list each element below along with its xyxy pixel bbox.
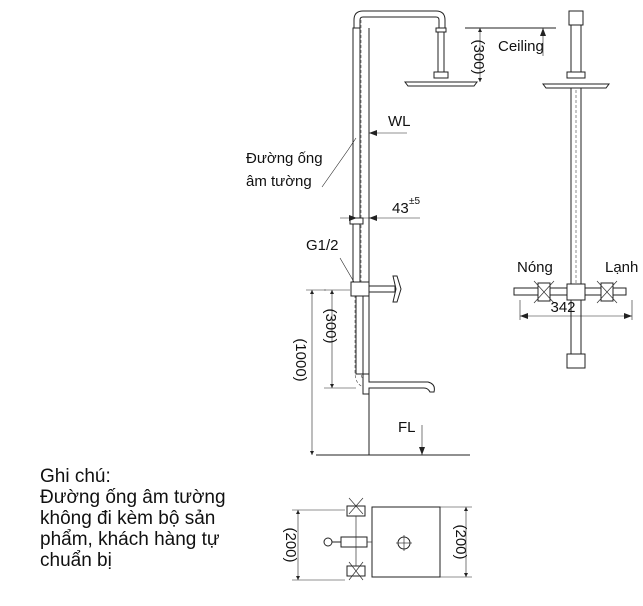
front-mixer-center — [566, 283, 586, 301]
head-arm — [437, 31, 445, 75]
head-nut — [435, 27, 447, 33]
dim-300-mid: (300) — [322, 308, 339, 343]
hot-label: Nóng — [517, 259, 553, 276]
shower-head-side — [404, 81, 478, 87]
mixer-handle-side — [392, 275, 402, 303]
hot-handle — [533, 280, 555, 304]
offset-43-label: 43 — [392, 200, 409, 217]
ceiling-label: Ceiling — [498, 38, 544, 55]
dim-200-right: (200) — [452, 524, 469, 559]
front-shower-head — [542, 83, 610, 89]
front-top-fitting — [568, 10, 584, 26]
dim-1000: (1000) — [292, 338, 309, 381]
plan-view — [292, 497, 472, 581]
dim-200-left: (200) — [282, 527, 299, 562]
side-view — [316, 10, 478, 456]
installation-note: Ghi chú: Đường ống âm tường không đi kèm… — [40, 466, 236, 571]
tub-spout-side — [362, 373, 435, 395]
offset-tolerance: ±5 — [409, 196, 420, 207]
front-view — [513, 10, 633, 369]
side-dimensions — [306, 27, 556, 455]
cold-label: Lạnh — [605, 259, 638, 276]
mixer-body-side — [350, 281, 370, 297]
cold-handle — [596, 280, 618, 304]
thread-size-label: G1/2 — [306, 237, 339, 254]
front-head-arm — [570, 24, 582, 74]
concealed-pipe-label-2: âm tường — [246, 173, 312, 190]
floor-level-label: FL — [398, 419, 416, 436]
mixer-stem — [368, 285, 396, 293]
note-line-1: Đường ống âm tường — [40, 487, 226, 508]
note-line-2: không đi kèm bộ sản — [40, 508, 216, 529]
plan-top-valve — [346, 505, 366, 517]
front-head-connector — [566, 71, 586, 79]
dim-300-top: (300) — [470, 39, 487, 74]
note-title: Ghi chú: — [40, 466, 111, 487]
plan-mid-valve — [340, 536, 368, 548]
upper-pipe-elbow — [353, 10, 446, 29]
note-line-3: phẩm, khách hàng tự — [40, 529, 220, 550]
lower-pipe — [355, 295, 364, 375]
concealed-pipe-label-1: Đường ống — [246, 150, 323, 167]
note-line-4: chuẩn bị — [40, 550, 112, 571]
head-connector — [433, 71, 449, 79]
front-spout — [566, 353, 586, 369]
riser-pipe — [352, 27, 361, 283]
spacing-342-label: 342 — [550, 299, 575, 316]
wl-label: WL — [388, 113, 411, 130]
